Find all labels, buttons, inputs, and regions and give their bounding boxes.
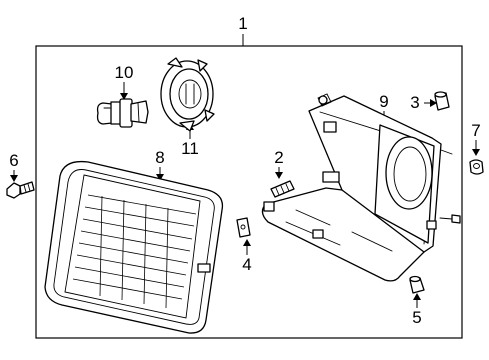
- callout-7[interactable]: 7: [471, 121, 480, 140]
- callout-1[interactable]: 1: [238, 14, 247, 33]
- assembly-frame: [35, 45, 463, 339]
- nut-part-7[interactable]: [469, 159, 484, 175]
- callout-5[interactable]: 5: [412, 308, 421, 327]
- bulb-socket-part[interactable]: [160, 57, 215, 132]
- callout-2[interactable]: 2: [274, 148, 283, 167]
- callout-9[interactable]: 9: [379, 92, 388, 111]
- lens-part[interactable]: [44, 160, 224, 334]
- bolt-part[interactable]: [6, 181, 35, 199]
- nut-part-5[interactable]: [409, 275, 425, 294]
- callout-4[interactable]: 4: [242, 255, 251, 274]
- callout-6[interactable]: 6: [9, 151, 18, 170]
- callout-3[interactable]: 3: [410, 93, 419, 112]
- bulb-part[interactable]: [96, 98, 149, 128]
- nut-part-3[interactable]: [434, 91, 450, 111]
- callout-11[interactable]: 11: [181, 139, 199, 158]
- callout-10[interactable]: 10: [115, 63, 134, 82]
- bracket-part[interactable]: [261, 93, 461, 282]
- adjuster-screw-part[interactable]: [270, 180, 295, 198]
- clip-part[interactable]: [236, 217, 251, 238]
- callout-8[interactable]: 8: [155, 148, 164, 167]
